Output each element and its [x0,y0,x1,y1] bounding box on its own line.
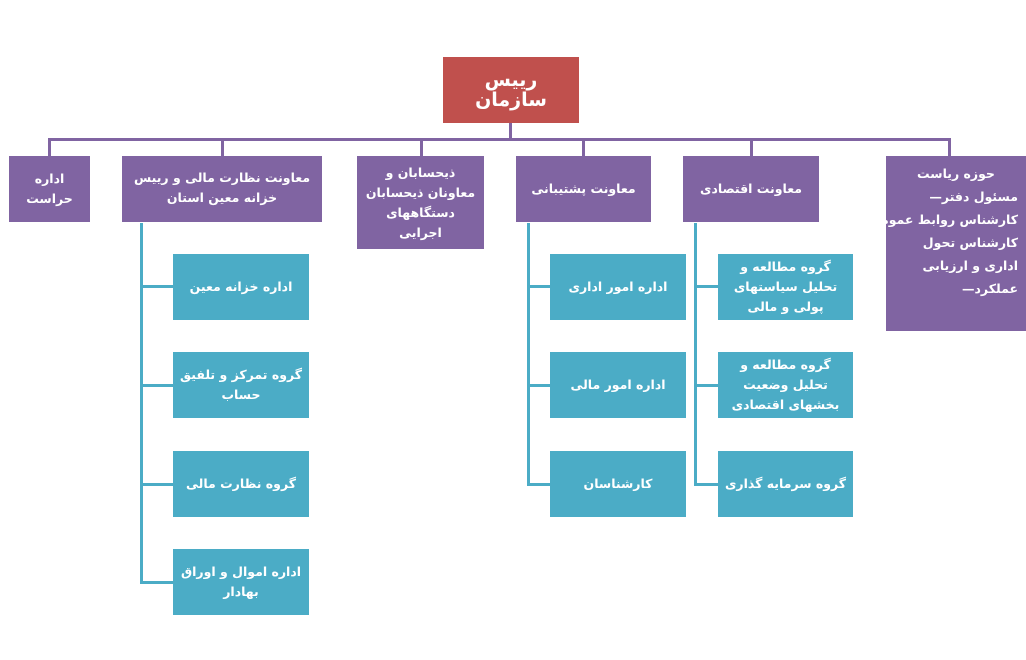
connector-support-tick-2 [527,384,550,387]
top-node-head: رییس سازمان [443,57,579,123]
connector-support-tick-3 [527,483,550,486]
presidency-item: کارشناس روابط عمومی— [886,212,1018,227]
finance-child-assets: اداره اموال و اوراق بهادار [173,549,309,615]
connector-drop-presidency [948,138,951,156]
connector-drop-support [582,138,585,156]
support-child-admin: اداره امور اداری [550,254,686,320]
connector-drop-finance [221,138,224,156]
connector-economic-tick-2 [694,384,718,387]
presidency-title: حوزه ریاست [917,166,995,181]
connector-economic-spine [694,223,697,485]
connector-finance-tick-2 [140,384,173,387]
connector-finance-tick-4 [140,581,173,584]
branch-presidency: حوزه ریاست مسئول دفتر— کارشناس روابط عمو… [886,156,1026,331]
connector-drop-economic [750,138,753,156]
economic-child-investment: گروه سرمایه گذاری [718,451,853,517]
presidency-item: مسئول دفتر— [929,189,1018,204]
connector-finance-tick-1 [140,285,173,288]
connector-economic-tick-3 [694,483,718,486]
finance-child-accounts: گروه تمرکز و تلفیق حساب [173,352,309,418]
branch-finance: معاونت نظارت مالی و رییس خزانه معین استا… [122,156,322,222]
support-child-financial: اداره امور مالی [550,352,686,418]
connector-drop-security [48,138,51,156]
connector-drop-auditors [420,138,423,156]
connector-support-tick-1 [527,285,550,288]
branch-auditors: ذیحسابان و معاونان ذیحسابان دستگاههای اج… [357,156,484,249]
connector-economic-tick-1 [694,285,718,288]
finance-child-treasury: اداره خزانه معین [173,254,309,320]
connector-support-spine [527,223,530,485]
connector-finance-spine [140,223,143,583]
economic-child-sectors: گروه مطالعه و تحلیل وضعیت بخشهای اقتصادی [718,352,853,418]
connector-finance-tick-3 [140,483,173,486]
branch-economic: معاونت اقتصادی [683,156,819,222]
finance-child-oversight: گروه نظارت مالی [173,451,309,517]
connector-top-vertical [509,123,512,140]
connector-horizontal-bus [48,138,951,141]
support-child-experts: کارشناسان [550,451,686,517]
branch-support: معاونت پشتیبانی [516,156,651,222]
economic-child-policy: گروه مطالعه و تحلیل سیاستهای پولی و مالی [718,254,853,320]
branch-security: اداره حراست [9,156,90,222]
presidency-item: کارشناس تحول اداری و ارزیابی عملکرد— [922,235,1018,296]
